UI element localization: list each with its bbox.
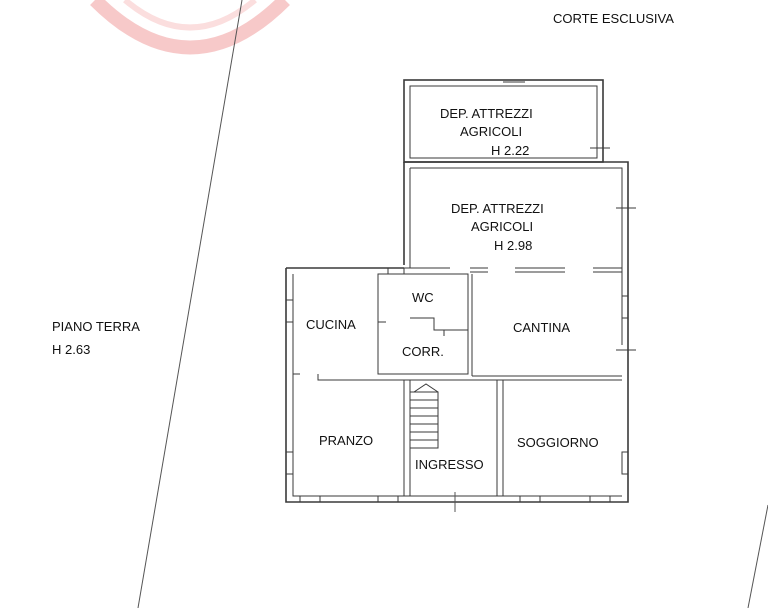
windows <box>285 267 629 503</box>
staircase <box>409 383 439 449</box>
dep-small-label-1: DEP. ATTREZZI <box>440 106 533 121</box>
pranzo-label: PRANZO <box>319 433 373 448</box>
dep-small-label-2: AGRICOLI <box>460 124 522 139</box>
boundary-line-left <box>137 0 243 608</box>
soggiorno-label: SOGGIORNO <box>517 435 599 450</box>
corte-label: CORTE ESCLUSIVA <box>553 11 674 26</box>
corr-label: CORR. <box>402 344 444 359</box>
dep-large-label-2: AGRICOLI <box>471 219 533 234</box>
dep-small-height: H 2.22 <box>491 143 529 158</box>
wc-label: WC <box>412 290 434 305</box>
boundary-line-right <box>747 504 768 608</box>
piano-terra-label: PIANO TERRA <box>52 319 140 334</box>
cantina-label: CANTINA <box>513 320 570 335</box>
cucina-label: CUCINA <box>306 317 356 332</box>
dep-large-height: H 2.98 <box>494 238 532 253</box>
piano-terra-height: H 2.63 <box>52 342 90 357</box>
dep-large-label-1: DEP. ATTREZZI <box>451 201 544 216</box>
watermark-stamp <box>90 0 290 55</box>
ingresso-label: INGRESSO <box>415 457 484 472</box>
